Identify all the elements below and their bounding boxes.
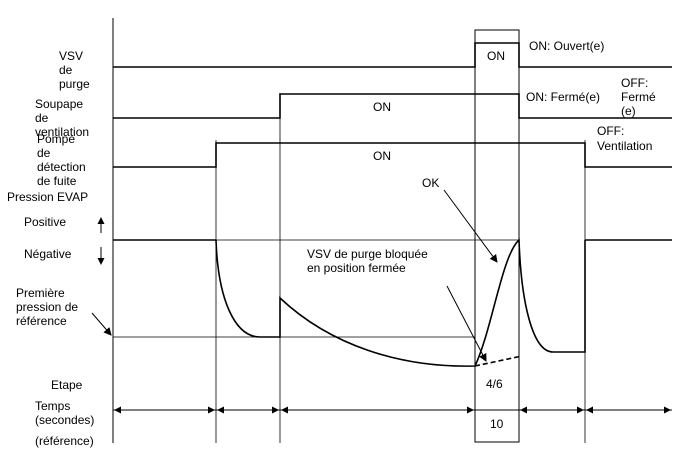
svg-text:ventilation: ventilation [35,125,89,139]
svg-text:purge: purge [59,77,90,91]
etape-label: Etape [51,378,83,392]
svg-text:(secondes): (secondes) [35,413,94,427]
pression-label: Pression EVAP [7,190,88,204]
soupape-label: Soupape de ventilation [35,97,89,139]
svg-text:Pompe: Pompe [37,132,75,146]
blocked-annotation: VSV de purge bloquée en position fermée [307,247,428,275]
svg-text:de fuite: de fuite [37,174,77,188]
blocked-dashed-line [474,355,523,367]
vsv-on-label: ON [487,49,505,63]
svg-text:Temps: Temps [35,399,70,413]
reference-pressure-arrow [91,312,112,336]
time-value: 10 [490,417,504,431]
svg-text:Fermé: Fermé [621,90,656,104]
svg-text:Ventilation: Ventilation [597,139,652,153]
vsv-signal-line [113,42,672,68]
svg-text:référence: référence [16,314,67,328]
soupape-signal-line [113,93,672,119]
svg-text:OFF:: OFF: [597,124,624,138]
step-box [474,29,520,443]
svg-text:VSV de purge bloquée: VSV de purge bloquée [307,247,428,261]
svg-text:détection: détection [37,160,86,174]
step-value: 4/6 [486,377,503,391]
svg-text:OFF:: OFF: [621,76,648,90]
soupape-on-label: ON [373,100,391,114]
vsv-on-description: ON: Ouvert(e) [529,39,604,53]
svg-text:(e): (e) [621,104,636,118]
ok-arrow [443,189,498,263]
pompe-off-description: OFF: Ventilation [597,124,652,153]
svg-text:Soupape: Soupape [35,97,83,111]
premiere-pression-label: Première pression de référence [16,286,78,328]
svg-text:Première: Première [16,286,65,300]
negative-label: Négative [24,247,72,261]
pressure-curve [215,238,586,367]
svg-text:de: de [37,146,51,160]
svg-text:VSV: VSV [59,49,83,63]
positive-label: Positive [24,215,66,229]
soupape-off-description: OFF: Fermé (e) [621,76,656,118]
pompe-label: Pompe de détection de fuite [37,132,86,188]
svg-text:(référence): (référence) [35,434,94,448]
temps-label: Temps (secondes) (référence) [35,399,94,448]
soupape-on-description: ON: Fermé(e) [526,90,600,104]
svg-text:en position fermée: en position fermée [307,261,406,275]
svg-text:de: de [59,63,73,77]
blocked-arrow [446,285,487,362]
vsv-label: VSV de purge [59,49,90,91]
svg-text:pression de: pression de [16,300,78,314]
pompe-on-label: ON [373,149,391,163]
pompe-signal-line [113,142,672,168]
ok-label: OK [422,176,439,190]
svg-text:de: de [35,111,49,125]
